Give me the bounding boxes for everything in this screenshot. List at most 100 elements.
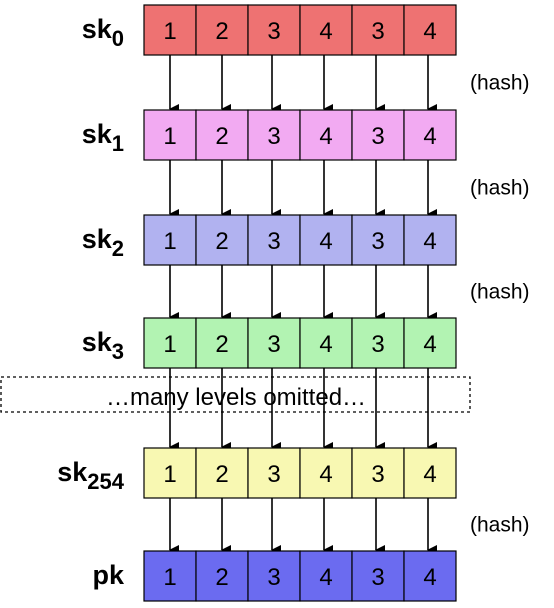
cell-value: 3 bbox=[371, 331, 384, 358]
cell-box bbox=[195, 447, 249, 499]
row-label-main: sk bbox=[57, 457, 88, 487]
cell-value: 4 bbox=[423, 331, 436, 358]
row-label-main: sk bbox=[82, 119, 113, 149]
cell-value: 4 bbox=[319, 123, 332, 150]
cell-box bbox=[195, 214, 249, 266]
hash-labels-layer: (hash)(hash)(hash)(hash) bbox=[470, 72, 530, 537]
cell-box bbox=[299, 214, 353, 266]
cell-sk2-2: 3 bbox=[247, 214, 301, 266]
cell-sk2-4: 3 bbox=[351, 214, 405, 266]
cell-sk2-3: 4 bbox=[299, 214, 353, 266]
cell-sk254-1: 2 bbox=[195, 447, 249, 499]
row-label-sk254: sk254 bbox=[57, 457, 125, 494]
cell-value: 3 bbox=[371, 18, 384, 45]
cell-sk0-5: 4 bbox=[403, 4, 457, 56]
row-label-pk: pk bbox=[92, 560, 124, 590]
cell-sk0-3: 4 bbox=[299, 4, 353, 56]
cell-sk254-4: 3 bbox=[351, 447, 405, 499]
cell-pk-0: 1 bbox=[143, 550, 197, 602]
cell-box bbox=[299, 4, 353, 56]
cell-box bbox=[143, 109, 197, 161]
cell-value: 3 bbox=[267, 228, 280, 255]
cell-box bbox=[403, 550, 457, 602]
cell-box bbox=[299, 550, 353, 602]
cell-box bbox=[403, 447, 457, 499]
cell-value: 4 bbox=[319, 228, 332, 255]
cell-box bbox=[403, 214, 457, 266]
cell-sk3-0: 1 bbox=[143, 317, 197, 369]
row-label-main: sk bbox=[82, 224, 113, 254]
hash-label-sk2: (hash) bbox=[470, 281, 530, 304]
row-label-sk3: sk3 bbox=[82, 327, 124, 364]
hash-label-sk254: (hash) bbox=[470, 514, 530, 537]
cell-value: 4 bbox=[319, 461, 332, 488]
cell-box bbox=[195, 109, 249, 161]
cell-value: 1 bbox=[163, 228, 176, 255]
cell-value: 2 bbox=[215, 123, 228, 150]
cell-value: 3 bbox=[267, 18, 280, 45]
cell-sk254-3: 4 bbox=[299, 447, 353, 499]
cell-value: 1 bbox=[163, 461, 176, 488]
row-label-subscript: 1 bbox=[112, 131, 124, 156]
cell-sk2-5: 4 bbox=[403, 214, 457, 266]
cell-box bbox=[195, 550, 249, 602]
cell-pk-4: 3 bbox=[351, 550, 405, 602]
cell-value: 4 bbox=[423, 228, 436, 255]
cell-value: 3 bbox=[371, 461, 384, 488]
cell-value: 1 bbox=[163, 18, 176, 45]
cell-pk-5: 4 bbox=[403, 550, 457, 602]
cell-sk0-1: 2 bbox=[195, 4, 249, 56]
cell-sk254-5: 4 bbox=[403, 447, 457, 499]
cell-value: 4 bbox=[423, 18, 436, 45]
cell-sk1-5: 4 bbox=[403, 109, 457, 161]
cell-box bbox=[351, 317, 405, 369]
cell-box bbox=[351, 447, 405, 499]
cell-value: 4 bbox=[319, 331, 332, 358]
cell-value: 3 bbox=[267, 461, 280, 488]
row-label-main: sk bbox=[82, 14, 113, 44]
cell-sk3-1: 2 bbox=[195, 317, 249, 369]
cell-value: 4 bbox=[423, 123, 436, 150]
arrows-layer bbox=[169, 55, 437, 555]
cell-value: 2 bbox=[215, 564, 228, 591]
cell-value: 4 bbox=[423, 564, 436, 591]
cell-sk1-4: 3 bbox=[351, 109, 405, 161]
cell-sk3-2: 3 bbox=[247, 317, 301, 369]
cell-box bbox=[403, 317, 457, 369]
cell-value: 3 bbox=[267, 123, 280, 150]
omitted-levels-band: …many levels omitted… bbox=[0, 376, 471, 413]
cell-box bbox=[351, 550, 405, 602]
row-label-subscript: 2 bbox=[112, 236, 124, 261]
cell-sk3-3: 4 bbox=[299, 317, 353, 369]
row-label-main: sk bbox=[82, 327, 113, 357]
cell-box bbox=[351, 4, 405, 56]
cell-box bbox=[247, 550, 301, 602]
cell-value: 3 bbox=[371, 123, 384, 150]
cell-box bbox=[143, 550, 197, 602]
omitted-levels-box bbox=[0, 376, 471, 413]
cell-value: 2 bbox=[215, 228, 228, 255]
row-label-sk0: sk0 bbox=[82, 14, 124, 51]
cell-value: 1 bbox=[163, 331, 176, 358]
cell-box bbox=[403, 109, 457, 161]
cell-sk0-2: 3 bbox=[247, 4, 301, 56]
cell-box bbox=[247, 317, 301, 369]
cell-pk-2: 3 bbox=[247, 550, 301, 602]
cell-box bbox=[143, 214, 197, 266]
cell-value: 1 bbox=[163, 564, 176, 591]
cell-value: 4 bbox=[319, 564, 332, 591]
hash-label-sk0: (hash) bbox=[470, 72, 530, 95]
cell-value: 4 bbox=[423, 461, 436, 488]
row-label-sk1: sk1 bbox=[82, 119, 124, 156]
cell-value: 1 bbox=[163, 123, 176, 150]
cell-value: 3 bbox=[267, 331, 280, 358]
cell-sk1-0: 1 bbox=[143, 109, 197, 161]
cell-box bbox=[247, 4, 301, 56]
cell-box bbox=[247, 214, 301, 266]
cell-sk1-3: 4 bbox=[299, 109, 353, 161]
